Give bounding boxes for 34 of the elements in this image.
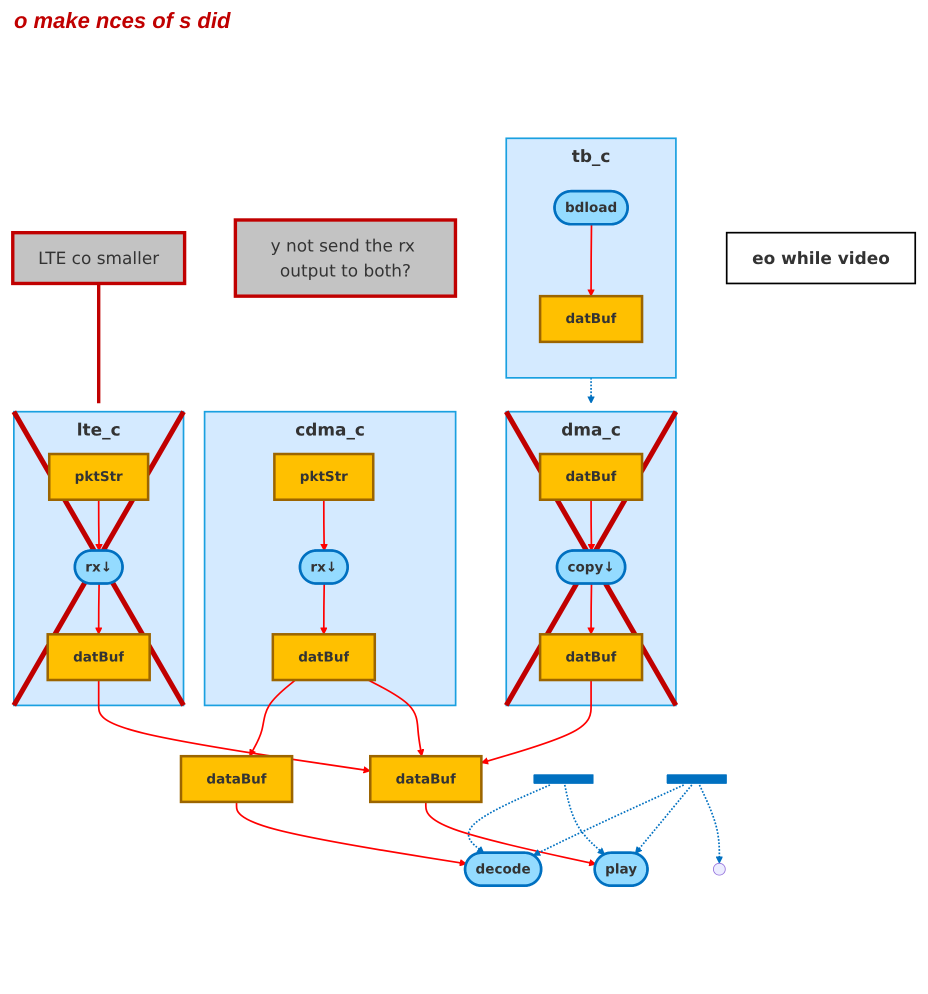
node-box: dataBuf <box>369 754 483 804</box>
node-box: datBuf <box>538 452 644 501</box>
connector <box>97 283 100 404</box>
arrow <box>249 679 296 757</box>
arrow <box>468 784 550 854</box>
node-box: LTE co smaller <box>11 230 186 286</box>
arrow <box>587 224 595 296</box>
node-box: datBuf <box>538 294 644 344</box>
arrow <box>236 802 467 866</box>
arrow <box>533 784 684 856</box>
node-box: datBuf <box>46 633 151 682</box>
arrow <box>368 679 424 757</box>
arrow <box>481 680 592 765</box>
arrow <box>98 680 371 774</box>
arrow <box>698 784 724 864</box>
node-box: pktStr <box>48 452 150 501</box>
arrow <box>587 378 595 404</box>
node-box: eo while video <box>726 232 916 284</box>
arrow <box>424 802 596 866</box>
arrow <box>95 500 103 552</box>
node-box: datBuf <box>272 633 376 682</box>
arrow <box>587 584 595 635</box>
arrow <box>588 500 596 552</box>
arrow <box>634 784 692 854</box>
arrow <box>564 784 605 855</box>
arrow <box>94 584 102 635</box>
node-circle <box>713 862 726 876</box>
note-text: o make nces of s did <box>14 8 230 34</box>
node-box: dataBuf <box>180 754 294 804</box>
node-box: y not send the rx output to both? <box>234 218 458 298</box>
arrow <box>320 584 328 635</box>
arrow <box>320 500 328 552</box>
node-box: pktStr <box>273 452 375 501</box>
node-box: datBuf <box>538 633 644 682</box>
